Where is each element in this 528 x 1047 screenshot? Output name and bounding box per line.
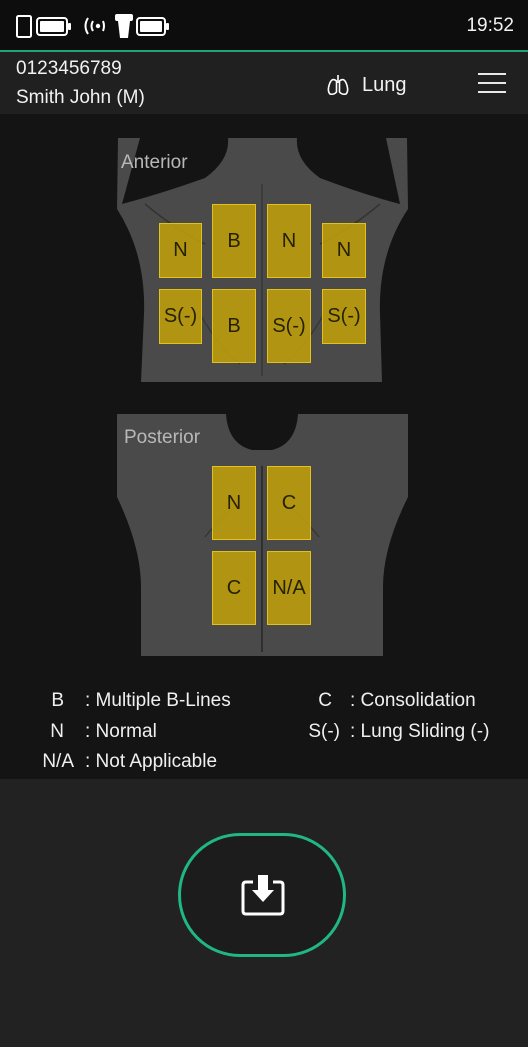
anterior-zone-r2[interactable]: B	[212, 204, 256, 278]
patient-name: Smith John (M)	[16, 87, 145, 108]
posterior-zone-lower-right[interactable]: N/A	[267, 551, 311, 625]
phone-battery-icon	[16, 15, 71, 38]
anterior-zone-r1[interactable]: N	[159, 223, 202, 278]
legend-desc: : Multiple B-Lines	[85, 690, 231, 711]
zone-label: C	[281, 491, 297, 514]
zone-label: N	[226, 491, 242, 514]
posterior-zone-upper-left[interactable]: N	[212, 466, 256, 540]
posterior-zone-upper-right[interactable]: C	[267, 466, 311, 540]
status-bar: 19:52	[0, 0, 528, 52]
anterior-zone-r3[interactable]: B	[212, 289, 256, 363]
legend-code: B	[51, 690, 64, 711]
zone-label: N	[336, 239, 352, 261]
lung-zone-diagram: Anterior N B N N S(-) B S(-) S(-) Poster…	[0, 114, 528, 779]
zone-label: S(-)	[272, 314, 306, 337]
lungs-icon	[327, 75, 349, 96]
legend-code: S(-)	[308, 721, 340, 742]
anterior-zone-r4[interactable]: S(-)	[159, 289, 202, 344]
patient-id: 0123456789	[16, 58, 122, 79]
anterior-title: Anterior	[121, 152, 188, 173]
anterior-body-silhouette	[117, 138, 408, 382]
probe-icon	[115, 14, 133, 38]
posterior-zone-lower-left[interactable]: C	[212, 551, 256, 625]
anterior-zone-l3[interactable]: S(-)	[267, 289, 311, 363]
legend-desc: : Not Applicable	[85, 751, 218, 772]
exam-mode-label: Lung	[362, 73, 407, 96]
anterior-zone-l2[interactable]: N	[267, 204, 311, 278]
anterior-zone-l1[interactable]: N	[322, 223, 366, 278]
menu-button[interactable]	[478, 72, 508, 96]
zone-label: S(-)	[163, 305, 198, 327]
zone-label: C	[226, 576, 242, 599]
posterior-title: Posterior	[124, 427, 201, 448]
bottom-action-bar	[0, 779, 528, 1047]
zone-label: N	[281, 229, 297, 252]
exam-mode[interactable]: Lung	[326, 72, 407, 98]
posterior-body-silhouette	[117, 414, 408, 656]
wireless-probe-icon	[84, 17, 105, 35]
status-time: 19:52	[466, 15, 514, 36]
legend-desc: : Normal	[85, 721, 157, 742]
legend-code: N/A	[42, 751, 74, 772]
legend-desc: : Consolidation	[350, 690, 476, 711]
legend-code: C	[318, 690, 332, 711]
legend: B : Multiple B-Lines C : Consolidation N…	[0, 686, 528, 778]
anterior-zone-l4[interactable]: S(-)	[322, 289, 366, 344]
legend-code: N	[50, 721, 64, 742]
save-button[interactable]	[178, 833, 346, 957]
probe-battery-icon	[136, 17, 169, 36]
download-icon	[241, 875, 285, 916]
zone-label: N	[173, 239, 188, 261]
legend-desc: : Lung Sliding (-)	[350, 721, 490, 742]
patient-header: 0123456789 Smith John (M) Lung	[0, 52, 528, 114]
zone-label: N/A	[272, 576, 306, 599]
zone-label: B	[227, 314, 241, 337]
zone-label: B	[227, 229, 241, 252]
zone-label: S(-)	[327, 305, 361, 327]
